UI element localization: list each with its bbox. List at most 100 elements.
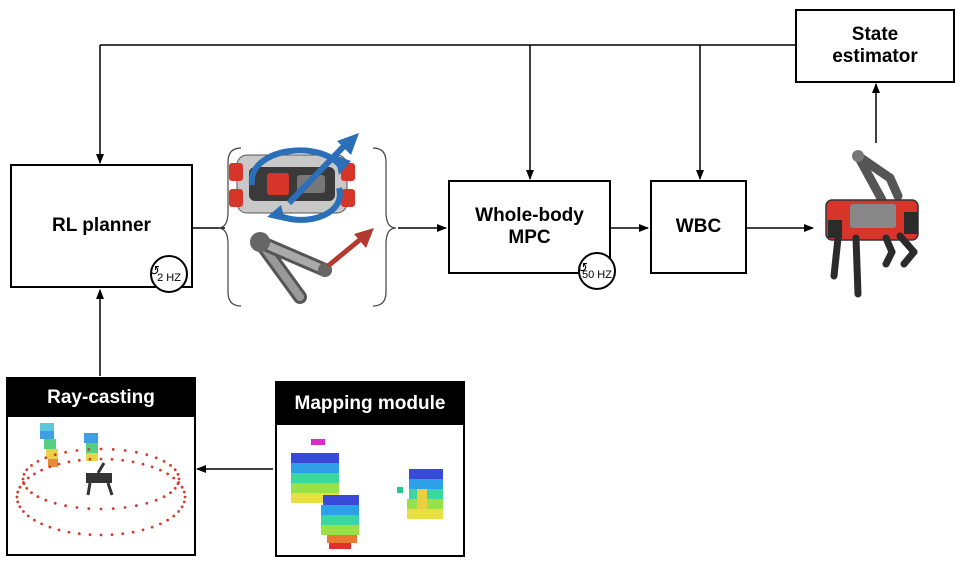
whole-body-mpc-label-line2: MPC <box>508 227 551 248</box>
mapping-module-label: Mapping module <box>294 393 446 414</box>
ray-point <box>183 495 187 499</box>
ray-point <box>18 485 22 489</box>
ray-point <box>30 464 33 467</box>
ray-point <box>22 472 26 476</box>
ray-point <box>135 504 138 508</box>
ray-point <box>48 525 52 529</box>
state-estimator-label-line1: State <box>851 24 899 45</box>
ray-point <box>26 514 30 518</box>
ray-point <box>177 477 181 481</box>
ray-point <box>173 486 177 490</box>
ray-point <box>145 453 149 457</box>
ray-point <box>40 468 43 472</box>
wbc-block: WBC <box>650 180 747 274</box>
ray-point <box>141 528 145 532</box>
ray-point <box>88 457 92 461</box>
ray-point <box>110 533 114 537</box>
ray-point <box>166 518 170 522</box>
voxel-column-right <box>84 433 98 461</box>
voxel-block-right <box>407 469 443 519</box>
ray-point <box>99 447 103 451</box>
mapping-module-panel: Mapping module <box>275 381 465 557</box>
ray-point <box>169 491 172 494</box>
ray-point <box>15 495 19 499</box>
ray-point <box>150 465 154 469</box>
ray-point <box>159 522 162 526</box>
ray-point <box>36 460 40 463</box>
ray-point <box>159 468 162 472</box>
ray-point <box>121 458 125 462</box>
ray-point <box>88 533 92 537</box>
ray-point <box>16 500 20 504</box>
ray-point <box>176 472 180 476</box>
ray-point <box>172 514 176 518</box>
robot-arm-view <box>250 228 374 304</box>
state-estimator-label-line2: estimator <box>832 46 918 67</box>
ray-point <box>40 522 43 526</box>
ray-point <box>173 468 177 472</box>
ray-point <box>77 532 81 536</box>
ray-point <box>166 472 170 476</box>
whole-body-mpc-label-line1: Whole-body <box>475 205 584 226</box>
rl-planner-rate: 2 HZ <box>157 272 181 284</box>
robot-base-top-view <box>229 133 359 223</box>
ray-point <box>77 458 81 462</box>
ray-casting-visualization <box>15 423 187 537</box>
ray-point <box>30 491 33 494</box>
right-curly-brace <box>372 147 397 307</box>
ray-point <box>111 448 115 451</box>
ray-point <box>36 495 40 498</box>
mpc-rate-badge: ↺ 50 HZ <box>577 252 616 290</box>
ray-point <box>182 490 186 494</box>
ray-point <box>44 498 48 502</box>
ray-point <box>67 460 71 464</box>
ray-point <box>180 505 184 509</box>
ray-point <box>123 506 127 509</box>
wbc-label: WBC <box>675 216 722 237</box>
ray-point <box>176 482 180 486</box>
ray-point <box>75 449 79 452</box>
ray-point <box>57 528 61 532</box>
ray-point <box>99 457 103 461</box>
ray-point <box>16 490 20 494</box>
ray-point <box>131 530 135 534</box>
voxel-column-left <box>40 423 58 467</box>
ray-point <box>75 506 79 509</box>
ray-point <box>154 498 158 502</box>
ray-point <box>33 518 36 522</box>
robot-mini <box>86 462 114 496</box>
ray-point <box>99 507 103 511</box>
elevation-voxel-map <box>291 439 443 549</box>
ray-point <box>57 462 61 466</box>
ray-point <box>44 456 48 460</box>
left-curly-brace <box>217 147 242 307</box>
ray-point <box>121 532 125 536</box>
ray-point <box>177 510 181 513</box>
ray-point <box>64 504 67 508</box>
ray-sample-points <box>15 447 187 537</box>
ray-point <box>135 450 138 454</box>
rotate-arrow-icon: ↺ <box>577 260 588 275</box>
ray-casting-panel: Ray-casting <box>6 377 196 556</box>
ray-point <box>131 460 135 464</box>
ray-point <box>162 495 166 498</box>
ray-point <box>25 468 29 472</box>
rl-planner-label: RL planner <box>52 215 151 236</box>
voxel-block-upper <box>291 453 339 503</box>
ray-point <box>150 525 154 529</box>
ray-point <box>21 477 25 481</box>
ray-point <box>53 501 57 505</box>
ray-point <box>67 530 71 534</box>
ray-point <box>53 453 57 457</box>
rotate-arrow-icon: ↺ <box>149 263 160 278</box>
ray-point <box>111 507 115 510</box>
ray-point <box>110 457 114 461</box>
ray-point <box>22 510 25 513</box>
voxel-block-lower <box>321 495 359 549</box>
ray-point <box>172 476 176 480</box>
ray-point <box>87 507 91 510</box>
ray-point <box>180 485 184 489</box>
mpc-rate: 50 HZ <box>582 269 612 281</box>
